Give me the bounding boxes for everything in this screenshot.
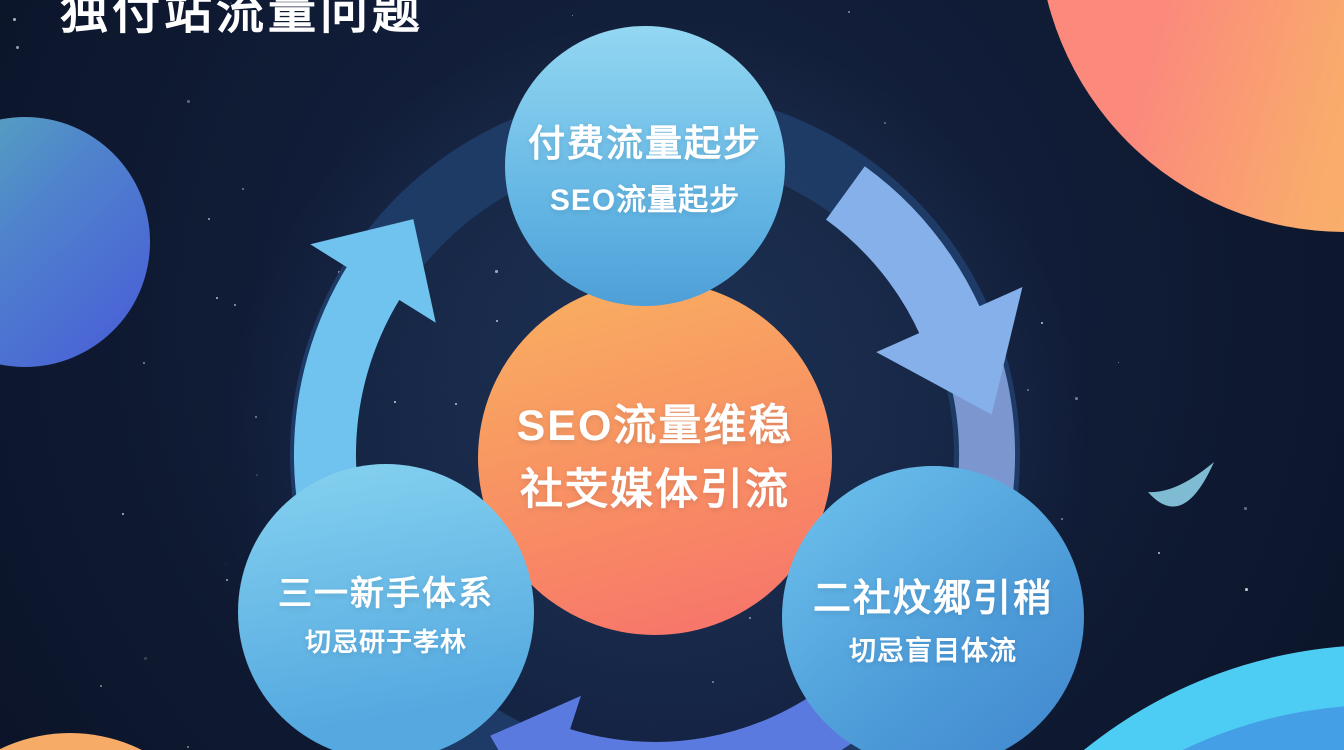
star-dot	[1027, 389, 1029, 391]
star-dot	[226, 579, 228, 581]
star-dot	[256, 474, 258, 476]
star-dot	[712, 681, 714, 683]
star-dot	[1158, 552, 1161, 555]
star-dot	[1118, 362, 1120, 364]
star-dot	[225, 564, 227, 566]
arrow-right-down	[825, 166, 1023, 415]
star-dot	[455, 403, 457, 405]
arrow-bottom-left	[490, 680, 870, 750]
node-center-seo-stability: SEO流量维稳 社芠媒体引流	[478, 281, 832, 635]
star-dot	[230, 2, 232, 4]
star-dot	[122, 513, 125, 516]
star-dot	[16, 46, 19, 49]
star-dot	[572, 15, 574, 17]
node-newbie-system: 三一新手体系 切忌研于孝林	[238, 464, 534, 750]
star-dot	[749, 617, 751, 619]
star-dot	[255, 416, 257, 418]
star-dot	[100, 685, 103, 688]
star-dot	[143, 362, 145, 364]
star-dot	[187, 746, 190, 749]
node-top-subtitle: SEO流量起步	[549, 184, 741, 217]
center-text-line-1: SEO流量维稳	[516, 402, 794, 450]
star-dot	[187, 100, 190, 103]
node-right-title: 二社炆郷引稍	[812, 577, 1053, 620]
star-dot	[234, 304, 236, 306]
star-dot	[884, 122, 887, 125]
star-dot	[13, 18, 16, 21]
star-dot	[495, 270, 498, 273]
star-dot	[1041, 322, 1043, 324]
star-dot	[242, 188, 244, 190]
crescent-moon-icon	[1148, 462, 1214, 507]
page-title: 独付站流量问题	[60, 0, 425, 39]
star-dot	[1244, 507, 1247, 510]
star-dot	[1061, 518, 1063, 520]
star-dot	[338, 271, 340, 273]
node-right-subtitle: 切忌盲目体流	[849, 635, 1017, 666]
star-dot	[496, 320, 498, 322]
star-dot	[144, 657, 147, 660]
star-dot	[394, 401, 396, 403]
star-dot	[1075, 397, 1078, 400]
node-top-title: 付费流量起步	[528, 123, 762, 164]
star-dot	[1245, 588, 1248, 591]
node-paid-traffic: 付费流量起步 SEO流量起步	[505, 26, 785, 306]
node-left-subtitle: 切忌研于孝林	[304, 626, 467, 657]
node-left-title: 三一新手体系	[278, 574, 494, 613]
node-social-referral: 二社炆郷引稍 切忌盲目体流	[782, 466, 1084, 750]
center-text-line-2: 社芠媒体引流	[520, 466, 790, 514]
star-dot	[208, 218, 211, 221]
star-dot	[848, 11, 851, 14]
star-dot	[216, 297, 218, 299]
